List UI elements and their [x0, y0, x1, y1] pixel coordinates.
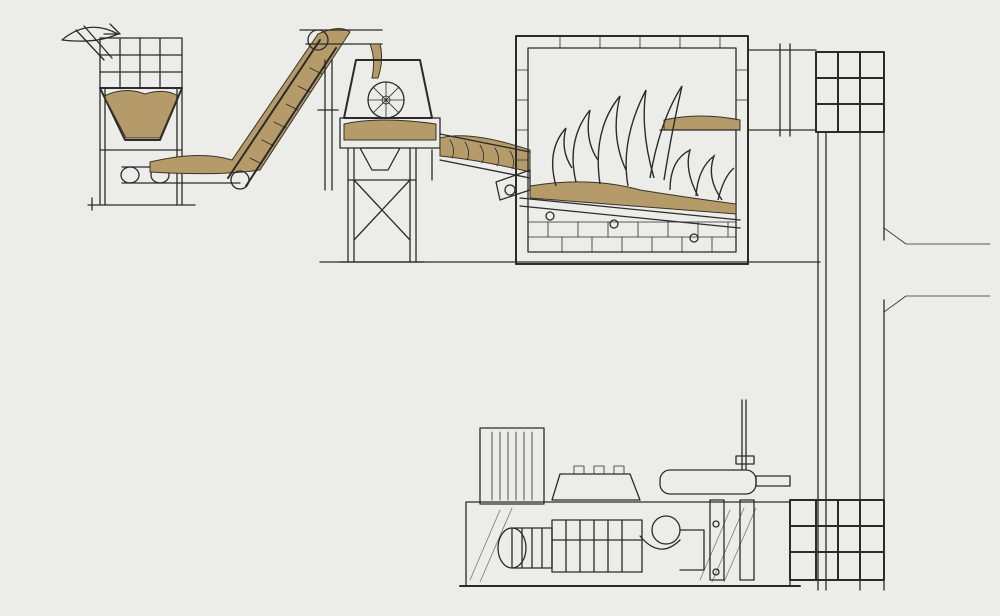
ventilation-louver: [479, 427, 545, 505]
debris-icon: [61, 23, 121, 61]
intake-hopper: [61, 23, 241, 211]
furnace: [319, 35, 821, 265]
inclined-conveyor: [149, 28, 383, 191]
engine-generator: [459, 399, 801, 587]
flames: [551, 85, 735, 201]
rotary-feeder: [339, 59, 441, 263]
exhaust-stack: [747, 43, 991, 591]
